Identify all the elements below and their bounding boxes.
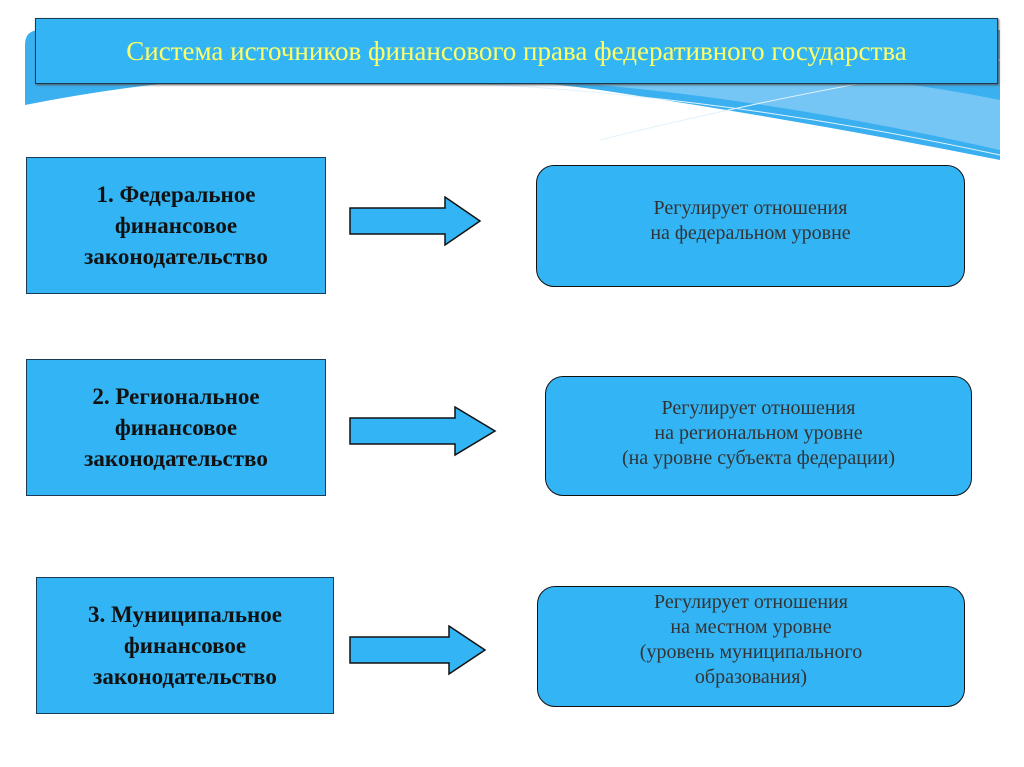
regulation-box-federal: Регулирует отношения на федеральном уров… (536, 165, 965, 287)
source-box-regional: 2. Региональное финансовое законодательс… (26, 359, 326, 496)
regulation-box-regional: Регулирует отношения на региональном уро… (545, 376, 972, 496)
arrow-right-icon (349, 406, 497, 457)
arrow-right-icon (349, 196, 482, 247)
regulation-box-municipal: Регулирует отношения на местном уровне (… (537, 586, 965, 707)
source-box-municipal: 3. Муниципальное финансовое законодатель… (36, 577, 334, 714)
slide-title: Система источников финансового права фед… (35, 18, 998, 84)
arrow-right-icon (349, 625, 487, 676)
source-box-federal: 1. Федеральное финансовое законодательст… (26, 157, 326, 294)
